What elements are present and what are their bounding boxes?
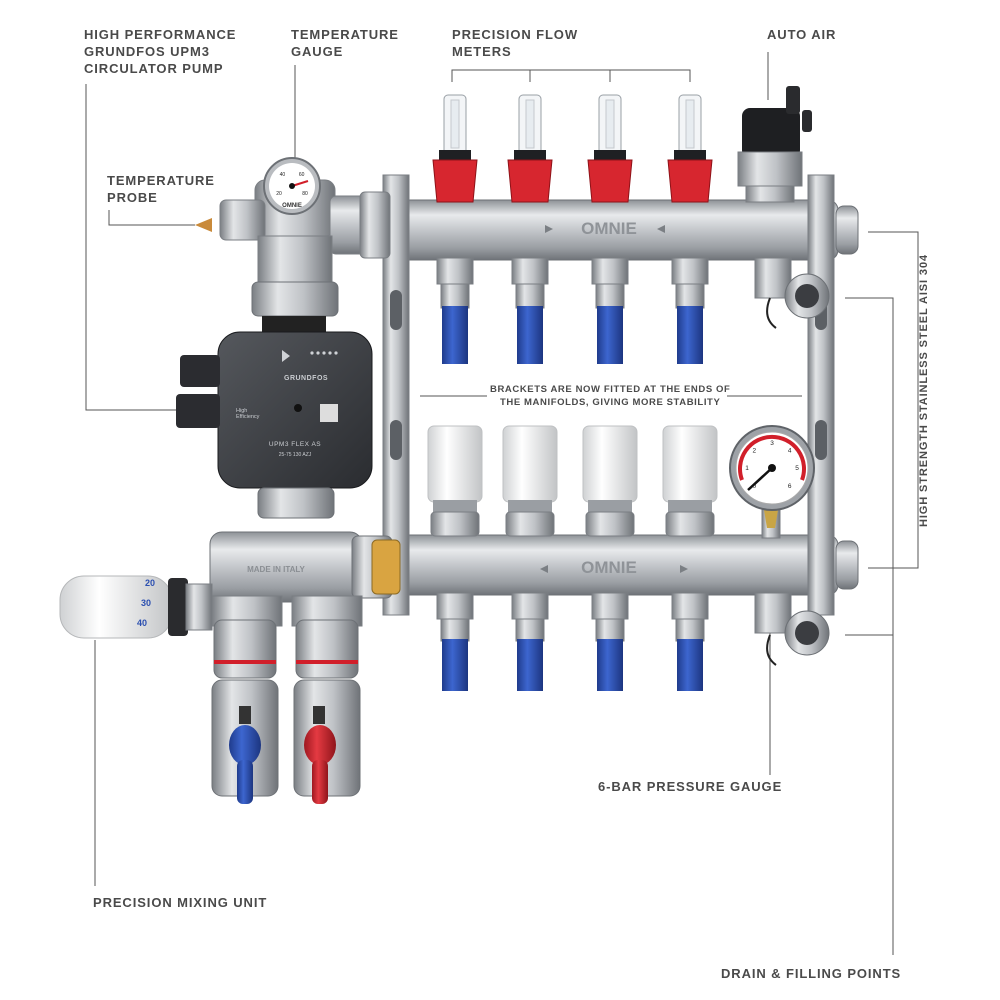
brand-mark-top: OMNIE [581, 219, 637, 238]
pressure-gauge-label: 6-BAR PRESSURE GAUGE [598, 779, 783, 794]
mixing-unit-body [209, 531, 401, 797]
flow-meter-4 [667, 94, 713, 203]
temp-gauge-tick-label: 60 [299, 172, 305, 178]
actuator-4 [662, 425, 718, 537]
right-bracket [807, 174, 835, 616]
drain-point-bottom [754, 592, 830, 666]
flow-meter-2 [507, 94, 553, 203]
flow-meters-label: PRECISION FLOW METERS [452, 27, 578, 59]
pump-led-dot [328, 351, 332, 355]
temperature-gauge: 20 40 60 80 [263, 157, 321, 215]
end-cap-top [835, 205, 859, 255]
pressure-gauge-tick-label: 6 [788, 483, 792, 490]
brand-mark-bottom: OMNIE [581, 558, 637, 577]
pump-led-dot [310, 351, 314, 355]
temperature-gauge-label: TEMPERATURE GAUGE [291, 27, 399, 59]
stainless-steel-label: HIGH STRENGTH STAINLESS STEEL AISI 304 [918, 254, 930, 527]
top-outlet-4 [671, 257, 709, 364]
top-outlet-2 [511, 257, 549, 364]
flow-meters [432, 94, 713, 203]
end-cap-bottom [835, 540, 859, 590]
temperature-probe-label: TEMPERATURE PROBE [107, 173, 215, 205]
actuator-heads [427, 425, 718, 537]
circulator-pump [176, 316, 373, 519]
flow-meter-3 [587, 94, 633, 203]
pump-led-dot [334, 351, 338, 355]
bottom-outlets [436, 592, 709, 691]
brackets-note-label: BRACKETS ARE NOW FITTED AT THE ENDS OF T… [490, 384, 731, 408]
top-outlets [436, 257, 709, 364]
bottom-outlet-4 [671, 592, 709, 691]
pump-brand-mark: GRUNDFOS [284, 375, 328, 382]
actuator-3 [582, 425, 638, 537]
thermostat-scale-label: 40 [137, 618, 147, 628]
thermostatic-head: 20 30 40 [59, 575, 213, 639]
actuator-2 [502, 425, 558, 537]
pressure-gauge-tick-label: 5 [795, 465, 799, 472]
auto-air-vent [737, 86, 812, 203]
pressure-gauge: 0 1 2 3 4 5 6 [729, 425, 815, 539]
pump-led-dot [322, 351, 326, 355]
pressure-gauge-tick-label: 1 [745, 465, 749, 472]
mixing-unit-label: PRECISION MIXING UNIT [93, 895, 268, 910]
blue-valve-handle [229, 706, 261, 804]
flow-meter-1 [432, 94, 478, 203]
temp-gauge-brand-mark: OMNIE [282, 203, 302, 209]
bottom-outlet-2 [511, 592, 549, 691]
pump-spec-mark: 25-75 130 AZJ [279, 452, 312, 458]
thermostat-scale-label: 30 [141, 598, 151, 608]
pressure-gauge-tick-label: 4 [788, 447, 792, 454]
temp-gauge-tick-label: 80 [302, 191, 308, 197]
temp-gauge-tick-label: 20 [276, 191, 282, 197]
bottom-outlet-3 [591, 592, 629, 691]
top-outlet-3 [591, 257, 629, 364]
top-outlet-1 [436, 257, 474, 364]
pump-led-dot [316, 351, 320, 355]
pressure-gauge-tick-label: 2 [753, 447, 757, 454]
red-valve-handle [304, 706, 336, 804]
drain-point-top [754, 257, 830, 329]
pump-label: HIGH PERFORMANCE GRUNDFOS UPM3 CIRCULATO… [84, 27, 237, 76]
pressure-gauge-tick-label: 3 [770, 440, 774, 447]
thermostat-scale-label: 20 [145, 578, 155, 588]
pressure-gauge-tick-label: 0 [753, 483, 757, 490]
actuator-1 [427, 425, 483, 537]
pump-model-mark: UPM3 FLEX AS [269, 441, 321, 448]
drain-filling-label: DRAIN & FILLING POINTS [721, 966, 902, 981]
mixing-body-mark: MADE IN ITALY [247, 565, 305, 574]
temp-gauge-tick-label: 40 [280, 172, 286, 178]
auto-air-label: AUTO AIR [767, 27, 837, 42]
bottom-outlet-1 [436, 592, 474, 691]
